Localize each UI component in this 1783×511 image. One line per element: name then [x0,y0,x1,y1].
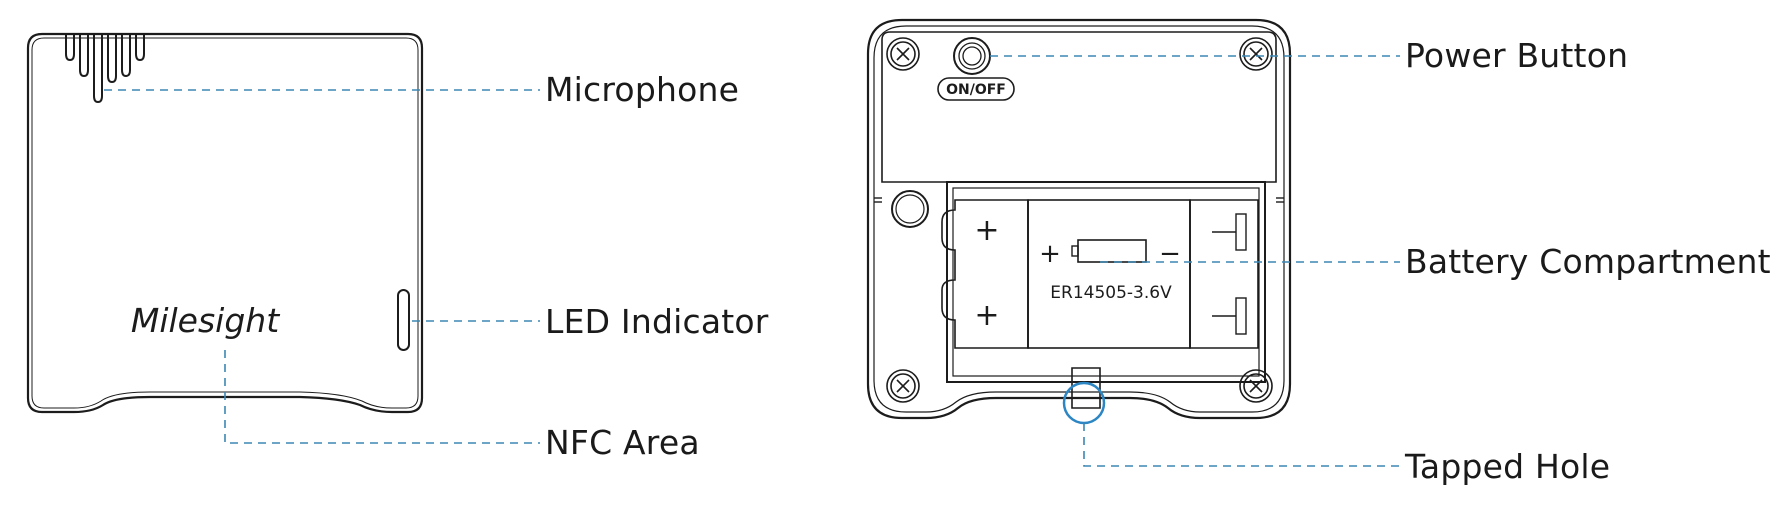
plus-left-bottom: + [974,298,999,333]
screw-bottom-right [1239,369,1273,403]
screw-top-right [1239,37,1273,71]
power-button-label: Power Button [1405,36,1629,75]
screw-top-left [886,37,920,71]
tapped-hole-leader [1083,423,1400,467]
right-contact [1189,199,1259,349]
battery-cell [1027,199,1191,349]
battery-compartment [946,181,1266,383]
led-indicator-label: LED Indicator [545,302,769,341]
nfc-area-label: NFC Area [545,423,700,462]
front-rim [31,37,419,409]
led-indicator [397,289,410,351]
brand-logo: Milesight [131,301,280,340]
front-leader-lines [104,89,540,444]
battery-compartment-label: Battery Compartment [1405,242,1771,281]
microphone-label: Microphone [545,70,740,109]
screw-bottom-left [886,369,920,403]
tapped-hole-label: Tapped Hole [1405,447,1611,486]
battery-glyph [1077,239,1147,263]
round-pad [891,190,929,228]
front-view [26,32,424,414]
tapped-hole-tab [1071,367,1101,409]
top-panel [881,31,1277,183]
left-contact [941,199,1029,349]
power-marking: ON/OFF [946,82,1006,98]
microphone-grille [65,34,145,104]
back-housing-inner [873,25,1285,413]
back-view [866,18,1292,420]
minus-battery: − [1159,239,1181,269]
plus-left-top: + [974,213,999,248]
battery-compartment-inner [952,187,1260,377]
power-marking-badge [937,77,1015,101]
back-housing [866,18,1292,420]
front-housing [26,32,424,414]
back-leader-lines [990,55,1400,467]
nfc-area-leader [224,350,540,444]
plus-battery: + [1039,239,1061,269]
battery-marking: ER14505-3.6V [1050,283,1172,303]
tapped-hole-highlight [1062,381,1106,425]
